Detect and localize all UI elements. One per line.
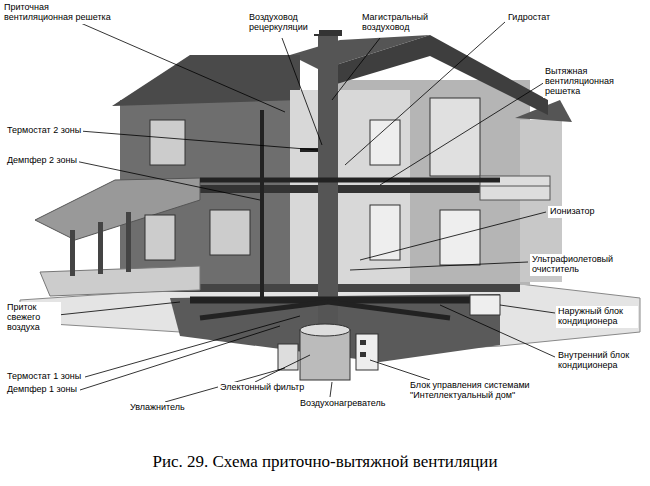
- part-label: Блок управления системами "Интеллектуаль…: [408, 380, 568, 402]
- leader-lines: [58, 14, 555, 402]
- part-label: Ионизатор: [548, 206, 596, 218]
- part-label: Внутренний блок кондиционера: [556, 350, 638, 372]
- riser-duct: [260, 110, 264, 300]
- leader-line: [330, 382, 332, 397]
- air-heater-top: [300, 324, 350, 336]
- main-duct: [318, 34, 338, 364]
- air-heater: [300, 330, 350, 380]
- leader-line: [370, 360, 430, 380]
- porch-floor: [40, 266, 200, 296]
- part-label: Приточная вентиляционная решетка: [2, 2, 114, 24]
- leader-line: [58, 302, 180, 315]
- leader-line: [500, 305, 555, 313]
- window: [370, 205, 400, 260]
- glass-wall: [430, 98, 480, 176]
- part-label: Гидростат: [506, 12, 552, 24]
- control-unit: [356, 334, 378, 370]
- leader-line: [380, 82, 545, 185]
- leader-line: [75, 161, 260, 200]
- window: [145, 215, 175, 260]
- part-label: Ультрафиолетовый очиститель: [530, 254, 616, 276]
- control-switch: [360, 340, 366, 345]
- outdoor-ac: [470, 295, 500, 315]
- porch-post: [98, 222, 103, 274]
- leader-line: [80, 326, 280, 390]
- window: [210, 210, 250, 255]
- leader-line: [255, 355, 310, 382]
- left-roof: [112, 55, 300, 106]
- leader-line: [350, 262, 528, 270]
- window: [370, 120, 400, 165]
- leader-line: [80, 131, 318, 150]
- part-label: Электонный фильтр: [218, 382, 306, 394]
- part-label: Вытяжная вентиляционная решетка: [543, 66, 619, 98]
- part-label: Магистральный воздуховод: [360, 12, 436, 34]
- leader-line: [332, 38, 380, 100]
- part-label: Демпфер 2 зоны: [5, 155, 79, 167]
- floor-duct: [200, 178, 500, 183]
- basement-duct: [328, 302, 450, 318]
- leader-line: [345, 22, 505, 165]
- railing: [480, 186, 550, 187]
- part-label: Воздухонагреватель: [298, 398, 387, 410]
- part-label: Термостат 2 зоны: [5, 125, 83, 137]
- control-switch: [360, 352, 366, 357]
- figure-caption: Рис. 29. Схема приточно-вытяжной вентиля…: [0, 452, 650, 472]
- porch-post: [70, 230, 75, 276]
- window: [150, 120, 185, 165]
- leader-line: [85, 316, 300, 377]
- part-label: Увлажнитель: [128, 402, 187, 414]
- leader-line: [282, 38, 322, 145]
- part-label: Термостат 1 зоны: [5, 371, 83, 383]
- porch-post: [126, 212, 131, 272]
- leader-line: [360, 212, 546, 260]
- leader-line: [440, 305, 555, 357]
- part-label: Приток свежего воздуха: [5, 302, 61, 334]
- part-label: Демпфер 1 зоны: [5, 384, 79, 396]
- part-label: Воздуховод рецеркуляции: [247, 12, 319, 34]
- basement-duct: [200, 302, 328, 318]
- part-label: Наружный блок кондиционера: [556, 306, 638, 328]
